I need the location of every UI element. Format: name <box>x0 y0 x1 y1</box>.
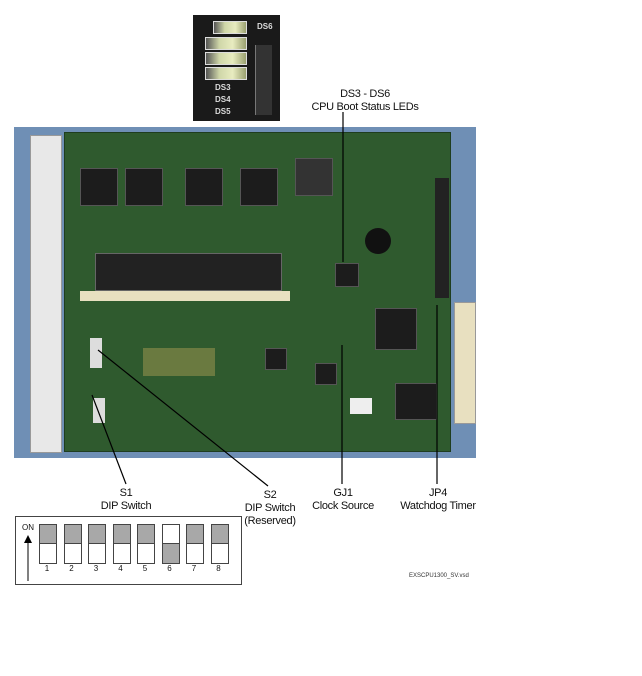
dip-switch-number: 4 <box>118 564 123 573</box>
dip-switch-6 <box>161 524 180 564</box>
dip-switch-2 <box>63 524 82 564</box>
circuit-board <box>64 132 451 452</box>
dip-switch-1 <box>39 524 57 564</box>
ds-label-title: DS3 - DS6 <box>340 88 390 100</box>
ds-label-desc: CPU Boot Status LEDs <box>311 101 419 113</box>
jp4-label-desc: Watchdog Timer <box>400 500 476 512</box>
cpu-board-photo <box>14 127 476 458</box>
file-name: EXSCPU1300_SV.vsd <box>409 573 469 579</box>
gj1-label-title: GJ1 <box>333 487 353 499</box>
gj1-label-desc: Clock Source <box>312 500 374 512</box>
leader-s1 <box>91 394 127 485</box>
inset-label-ds6: DS6 <box>257 22 273 31</box>
s1-label-desc: DIP Switch <box>100 500 152 512</box>
dip-switch-3 <box>88 524 106 564</box>
dip-switch-4 <box>112 524 131 564</box>
dip-switch-number: 1 <box>44 564 50 573</box>
dip-switch-number: 2 <box>69 564 74 573</box>
led-ds5 <box>205 67 247 80</box>
leader-s2 <box>97 349 269 487</box>
inset-label-ds4: DS4 <box>215 95 231 104</box>
inset-label-ds5: DS5 <box>215 107 231 116</box>
led-ds4 <box>205 52 247 65</box>
dip-switch-number: 5 <box>142 564 148 573</box>
jp4-label: JP4 Watchdog Timer <box>390 487 486 513</box>
dip-switch-number: 6 <box>167 564 172 573</box>
inset-connector <box>255 45 272 115</box>
dip-switch-7 <box>186 524 204 564</box>
dip-switch-number: 3 <box>93 564 99 573</box>
s2-label-title: S2 <box>263 489 277 501</box>
s1-label: S1 DIP Switch <box>76 487 176 513</box>
jp4-label-title: JP4 <box>428 487 448 499</box>
dip-switch-5 <box>137 524 155 564</box>
dip-switch-8 <box>210 524 229 564</box>
led-ds3 <box>205 37 247 50</box>
faceplate <box>30 135 62 453</box>
s1-label-title: S1 <box>119 487 133 499</box>
p2-connector <box>454 302 476 424</box>
on-label: ON <box>22 523 34 532</box>
inset-label-ds3: DS3 <box>215 83 231 92</box>
led-ds6 <box>213 21 247 34</box>
dip-switch-diagram: ON 1 2 3 4 5 6 7 8 <box>15 516 242 585</box>
s2-label-desc: DIP Switch <box>244 502 296 514</box>
s2-label: S2 DIP Switch (Reserved) <box>230 489 310 528</box>
s2-label-note: (Reserved) <box>244 515 296 527</box>
ds-label: DS3 - DS6 CPU Boot Status LEDs <box>300 88 430 114</box>
led-inset-photo: DS6 DS3 DS4 DS5 <box>193 15 280 121</box>
up-arrow-icon <box>24 535 32 581</box>
gj1-label: GJ1 Clock Source <box>305 487 381 513</box>
dip-switch-number: 7 <box>191 564 197 573</box>
dip-switch-number: 8 <box>216 564 221 573</box>
